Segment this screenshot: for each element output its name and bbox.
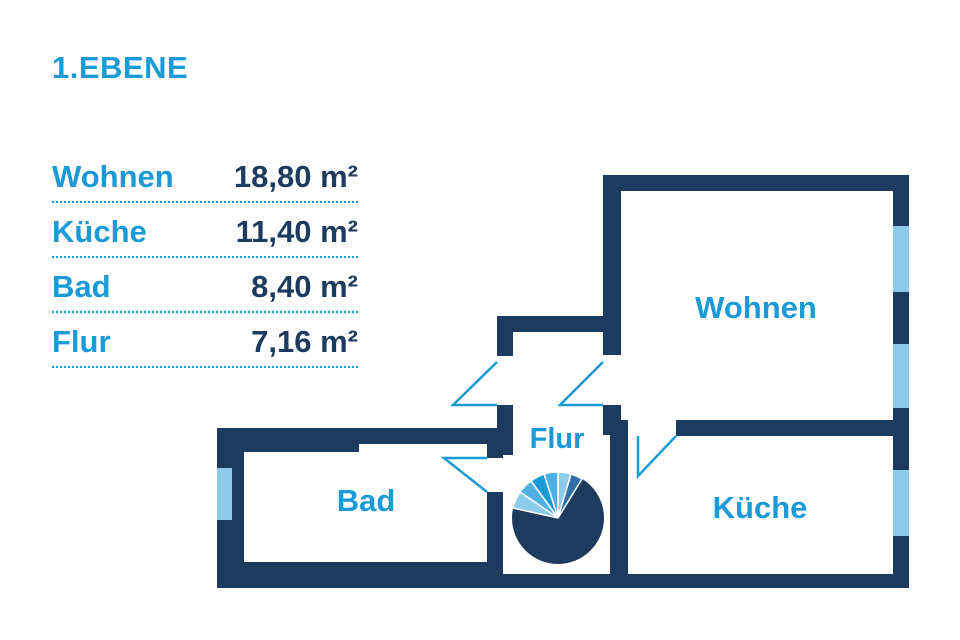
room-label-flur: Flur [530, 423, 585, 455]
staircase-step [557, 473, 584, 519]
area-size-value: 7,16 m² [251, 324, 358, 359]
area-room-label: Flur [52, 324, 111, 359]
area-room-label: Küche [52, 214, 147, 249]
door-bad [440, 456, 488, 493]
wall-flur-top [497, 316, 621, 332]
door-kueche [636, 435, 677, 480]
area-table: Wohnen 18,80 m² Küche 11,40 m² Bad 8,40 … [52, 148, 358, 368]
area-room-label: Bad [52, 269, 111, 304]
window-wohnen-upper [893, 226, 909, 292]
wall-bottom-bad [217, 562, 503, 588]
page-title: 1.EBENE [52, 50, 189, 85]
doors [440, 361, 677, 493]
door-wohnen [556, 361, 604, 407]
staircase-step [512, 490, 559, 519]
spiral-staircase [512, 471, 604, 564]
window-kueche [893, 470, 909, 536]
area-row-kueche: Küche 11,40 m² [52, 203, 358, 258]
area-size-value: 8,40 m² [251, 269, 358, 304]
area-row-wohnen: Wohnen 18,80 m² [52, 148, 358, 203]
room-label-bad: Bad [337, 483, 396, 518]
area-size-value: 11,40 m² [235, 214, 358, 249]
window-wohnen-lower [893, 344, 909, 408]
area-row-flur: Flur 7,16 m² [52, 313, 358, 368]
wall-flur-kueche [610, 420, 628, 588]
wall-flur-left-upper [497, 316, 513, 356]
area-size-value: 18,80 m² [233, 159, 358, 194]
wall-bad-top-inner [244, 444, 359, 452]
room-label-kueche: Küche [713, 490, 808, 525]
wall-wohnen-top [603, 175, 909, 191]
area-room-label: Wohnen [52, 159, 174, 194]
wall-bad-flur-upper [487, 428, 503, 458]
wall-bottom-right [487, 574, 909, 588]
windows [217, 226, 909, 536]
room-label-wohnen: Wohnen [695, 290, 817, 325]
wall-bad-top [217, 428, 513, 444]
door-flur-entry [449, 361, 498, 407]
wall-wohnen-kueche [676, 420, 909, 436]
wall-wohnen-left-upper [603, 175, 621, 355]
area-row-bad: Bad 8,40 m² [52, 258, 358, 313]
window-bad [217, 468, 232, 520]
